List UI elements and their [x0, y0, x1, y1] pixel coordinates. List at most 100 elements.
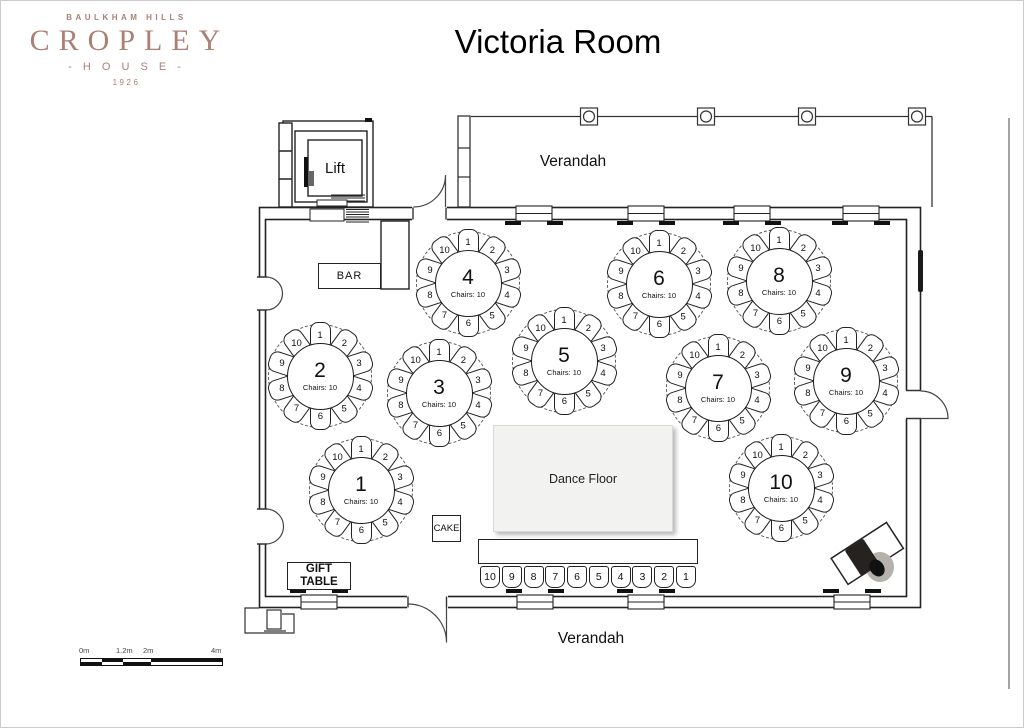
bar-label: BAR — [336, 270, 363, 282]
head-table-chair: 4 — [610, 566, 631, 588]
table-number: 2 — [314, 359, 326, 382]
chair-number: 3 — [695, 265, 701, 277]
logo-name: CROPLEY — [29, 24, 230, 57]
chair-number: 7 — [819, 408, 825, 420]
chair-number: 4 — [882, 388, 888, 400]
chair-number: 10 — [534, 322, 546, 334]
chair-number: 5 — [802, 515, 808, 527]
head-table-chair: 8 — [523, 566, 544, 588]
scale-bar-row — [81, 659, 222, 662]
scale-label: 4m — [211, 646, 222, 655]
table-capacity-label: Chairs: 10 — [761, 288, 797, 297]
chair-number: 10 — [290, 337, 302, 349]
chair-number: 1 — [778, 441, 784, 453]
chair-number: 9 — [737, 262, 743, 274]
chair-number: 3 — [817, 469, 823, 481]
chair-number: 6 — [656, 319, 662, 331]
chair-number: 2 — [460, 354, 466, 366]
table-number: 3 — [433, 376, 445, 399]
chair-number: 7 — [293, 403, 299, 415]
chair-number: 1 — [561, 314, 567, 326]
chair-number: 7 — [754, 515, 760, 527]
chair-number: 7 — [441, 310, 447, 322]
chair-number: 8 — [522, 368, 528, 380]
gift-table-label: GIFT TABLE — [300, 562, 338, 588]
chair-number: 6 — [776, 316, 782, 328]
chair-number: 10 — [438, 244, 450, 256]
chair-number: 2 — [867, 342, 873, 354]
chair-number: 5 — [460, 420, 466, 432]
scale-bar-rule — [80, 658, 223, 666]
scale-bar-row — [81, 662, 222, 665]
chair-number: 7 — [632, 311, 638, 323]
verandah-top-label: Verandah — [539, 153, 607, 170]
venue-logo: BAULKHAM HILLS CROPLEY - H O U S E - 192… — [19, 13, 234, 87]
chair-number: 1 — [843, 334, 849, 346]
logo-subtitle: - H O U S E - — [68, 61, 185, 73]
chair-number: 10 — [751, 449, 763, 461]
table-capacity-label: Chairs: 10 — [302, 383, 338, 392]
head-table-chair: 3 — [632, 566, 653, 588]
chair-number: 6 — [715, 423, 721, 435]
chair-number: 6 — [358, 525, 364, 537]
chair-number: 5 — [585, 388, 591, 400]
table-capacity-label: Chairs: 10 — [546, 368, 582, 377]
chair-number: 5 — [800, 308, 806, 320]
table-number: 7 — [712, 371, 724, 394]
cake-table: CAKE — [432, 515, 461, 542]
chair-number: 9 — [739, 469, 745, 481]
chair-number: 8 — [278, 383, 284, 395]
chair-number: 8 — [426, 290, 432, 302]
table-number: 4 — [462, 266, 474, 289]
chair-number: 4 — [695, 291, 701, 303]
chair-number: 8 — [319, 497, 325, 509]
table-number: 6 — [653, 267, 665, 290]
chair-number: 2 — [382, 451, 388, 463]
gift-table: GIFT TABLE — [287, 562, 351, 590]
scale-label: 2m — [143, 646, 154, 655]
table-number: 8 — [773, 264, 785, 287]
chair-number: 3 — [397, 471, 403, 483]
dance-floor: Dance Floor — [493, 425, 673, 532]
table-capacity-label: Chairs: 10 — [421, 400, 457, 409]
bar-table: BAR — [318, 263, 381, 289]
chair-number: 7 — [334, 517, 340, 529]
chair-number: 6 — [561, 396, 567, 408]
chair-number: 4 — [754, 395, 760, 407]
chair-number: 9 — [522, 342, 528, 354]
table-capacity-label: Chairs: 10 — [343, 497, 379, 506]
chair-number: 1 — [436, 346, 442, 358]
chair-number: 9 — [804, 362, 810, 374]
chair-number: 4 — [356, 383, 362, 395]
head-table-chair: 9 — [501, 566, 522, 588]
chair-number: 9 — [426, 264, 432, 276]
head-table-chair: 10 — [480, 566, 500, 588]
scale-label: 0m — [79, 646, 90, 655]
head-table — [478, 539, 698, 564]
chair-number: 9 — [397, 374, 403, 386]
scale-bar: 0m 1.2m 2m 4m — [79, 646, 223, 670]
chair-number: 6 — [843, 416, 849, 428]
chair-number: 5 — [341, 403, 347, 415]
chair-number: 3 — [504, 264, 510, 276]
table-capacity-label: Chairs: 10 — [450, 290, 486, 299]
chair-number: 2 — [341, 337, 347, 349]
table-capacity-label: Chairs: 10 — [700, 395, 736, 404]
chair-number: 2 — [680, 245, 686, 257]
table-number: 5 — [558, 344, 570, 367]
chair-number: 2 — [802, 449, 808, 461]
chair-number: 8 — [804, 388, 810, 400]
table-number: 10 — [769, 471, 793, 494]
chair-number: 6 — [465, 318, 471, 330]
table-capacity-label: Chairs: 10 — [828, 388, 864, 397]
chair-number: 10 — [331, 451, 343, 463]
page-title: Victoria Room — [454, 23, 662, 60]
